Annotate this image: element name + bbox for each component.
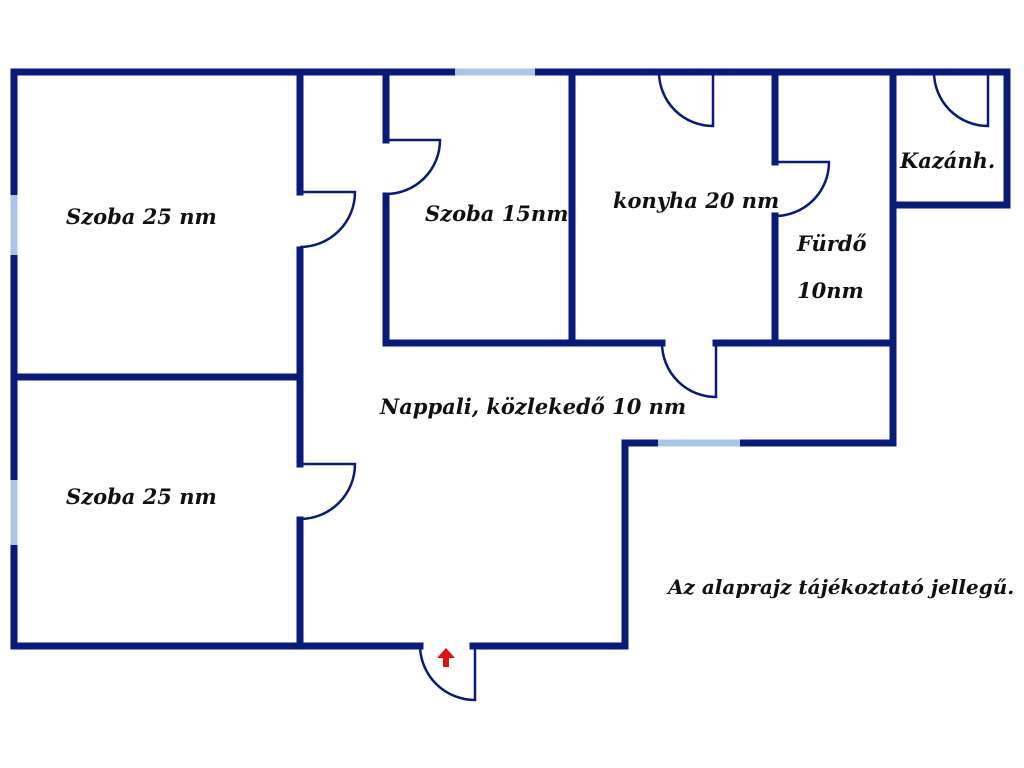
room-label-szoba-25-top: Szoba 25 nm <box>66 204 217 229</box>
door-szoba-top <box>299 190 357 249</box>
doors <box>299 71 990 702</box>
entrance-arrow-icon <box>437 648 455 667</box>
door-szoba-15 <box>385 138 442 196</box>
windows <box>10 68 740 545</box>
door-entrance <box>418 645 477 702</box>
room-label-furdo-2: 10nm <box>797 278 864 303</box>
room-label-szoba-25-bottom: Szoba 25 nm <box>66 484 217 509</box>
room-label-szoba-15: Szoba 15nm <box>425 201 569 226</box>
room-label-kazan: Kazánh. <box>900 148 996 173</box>
door-konyha-outer <box>657 71 715 128</box>
room-label-nappali: Nappali, közlekedő 10 nm <box>380 394 687 419</box>
walls <box>10 68 1011 650</box>
room-label-konyha: konyha 20 nm <box>613 188 780 213</box>
door-kazan <box>932 71 990 128</box>
room-label-furdo-1: Fürdő <box>797 231 867 256</box>
disclaimer-note: Az alaprajz tájékoztató jellegű. <box>668 575 1015 599</box>
door-furdo <box>774 160 831 218</box>
door-szoba-bottom <box>299 462 357 521</box>
door-konyha-inner <box>660 342 718 399</box>
